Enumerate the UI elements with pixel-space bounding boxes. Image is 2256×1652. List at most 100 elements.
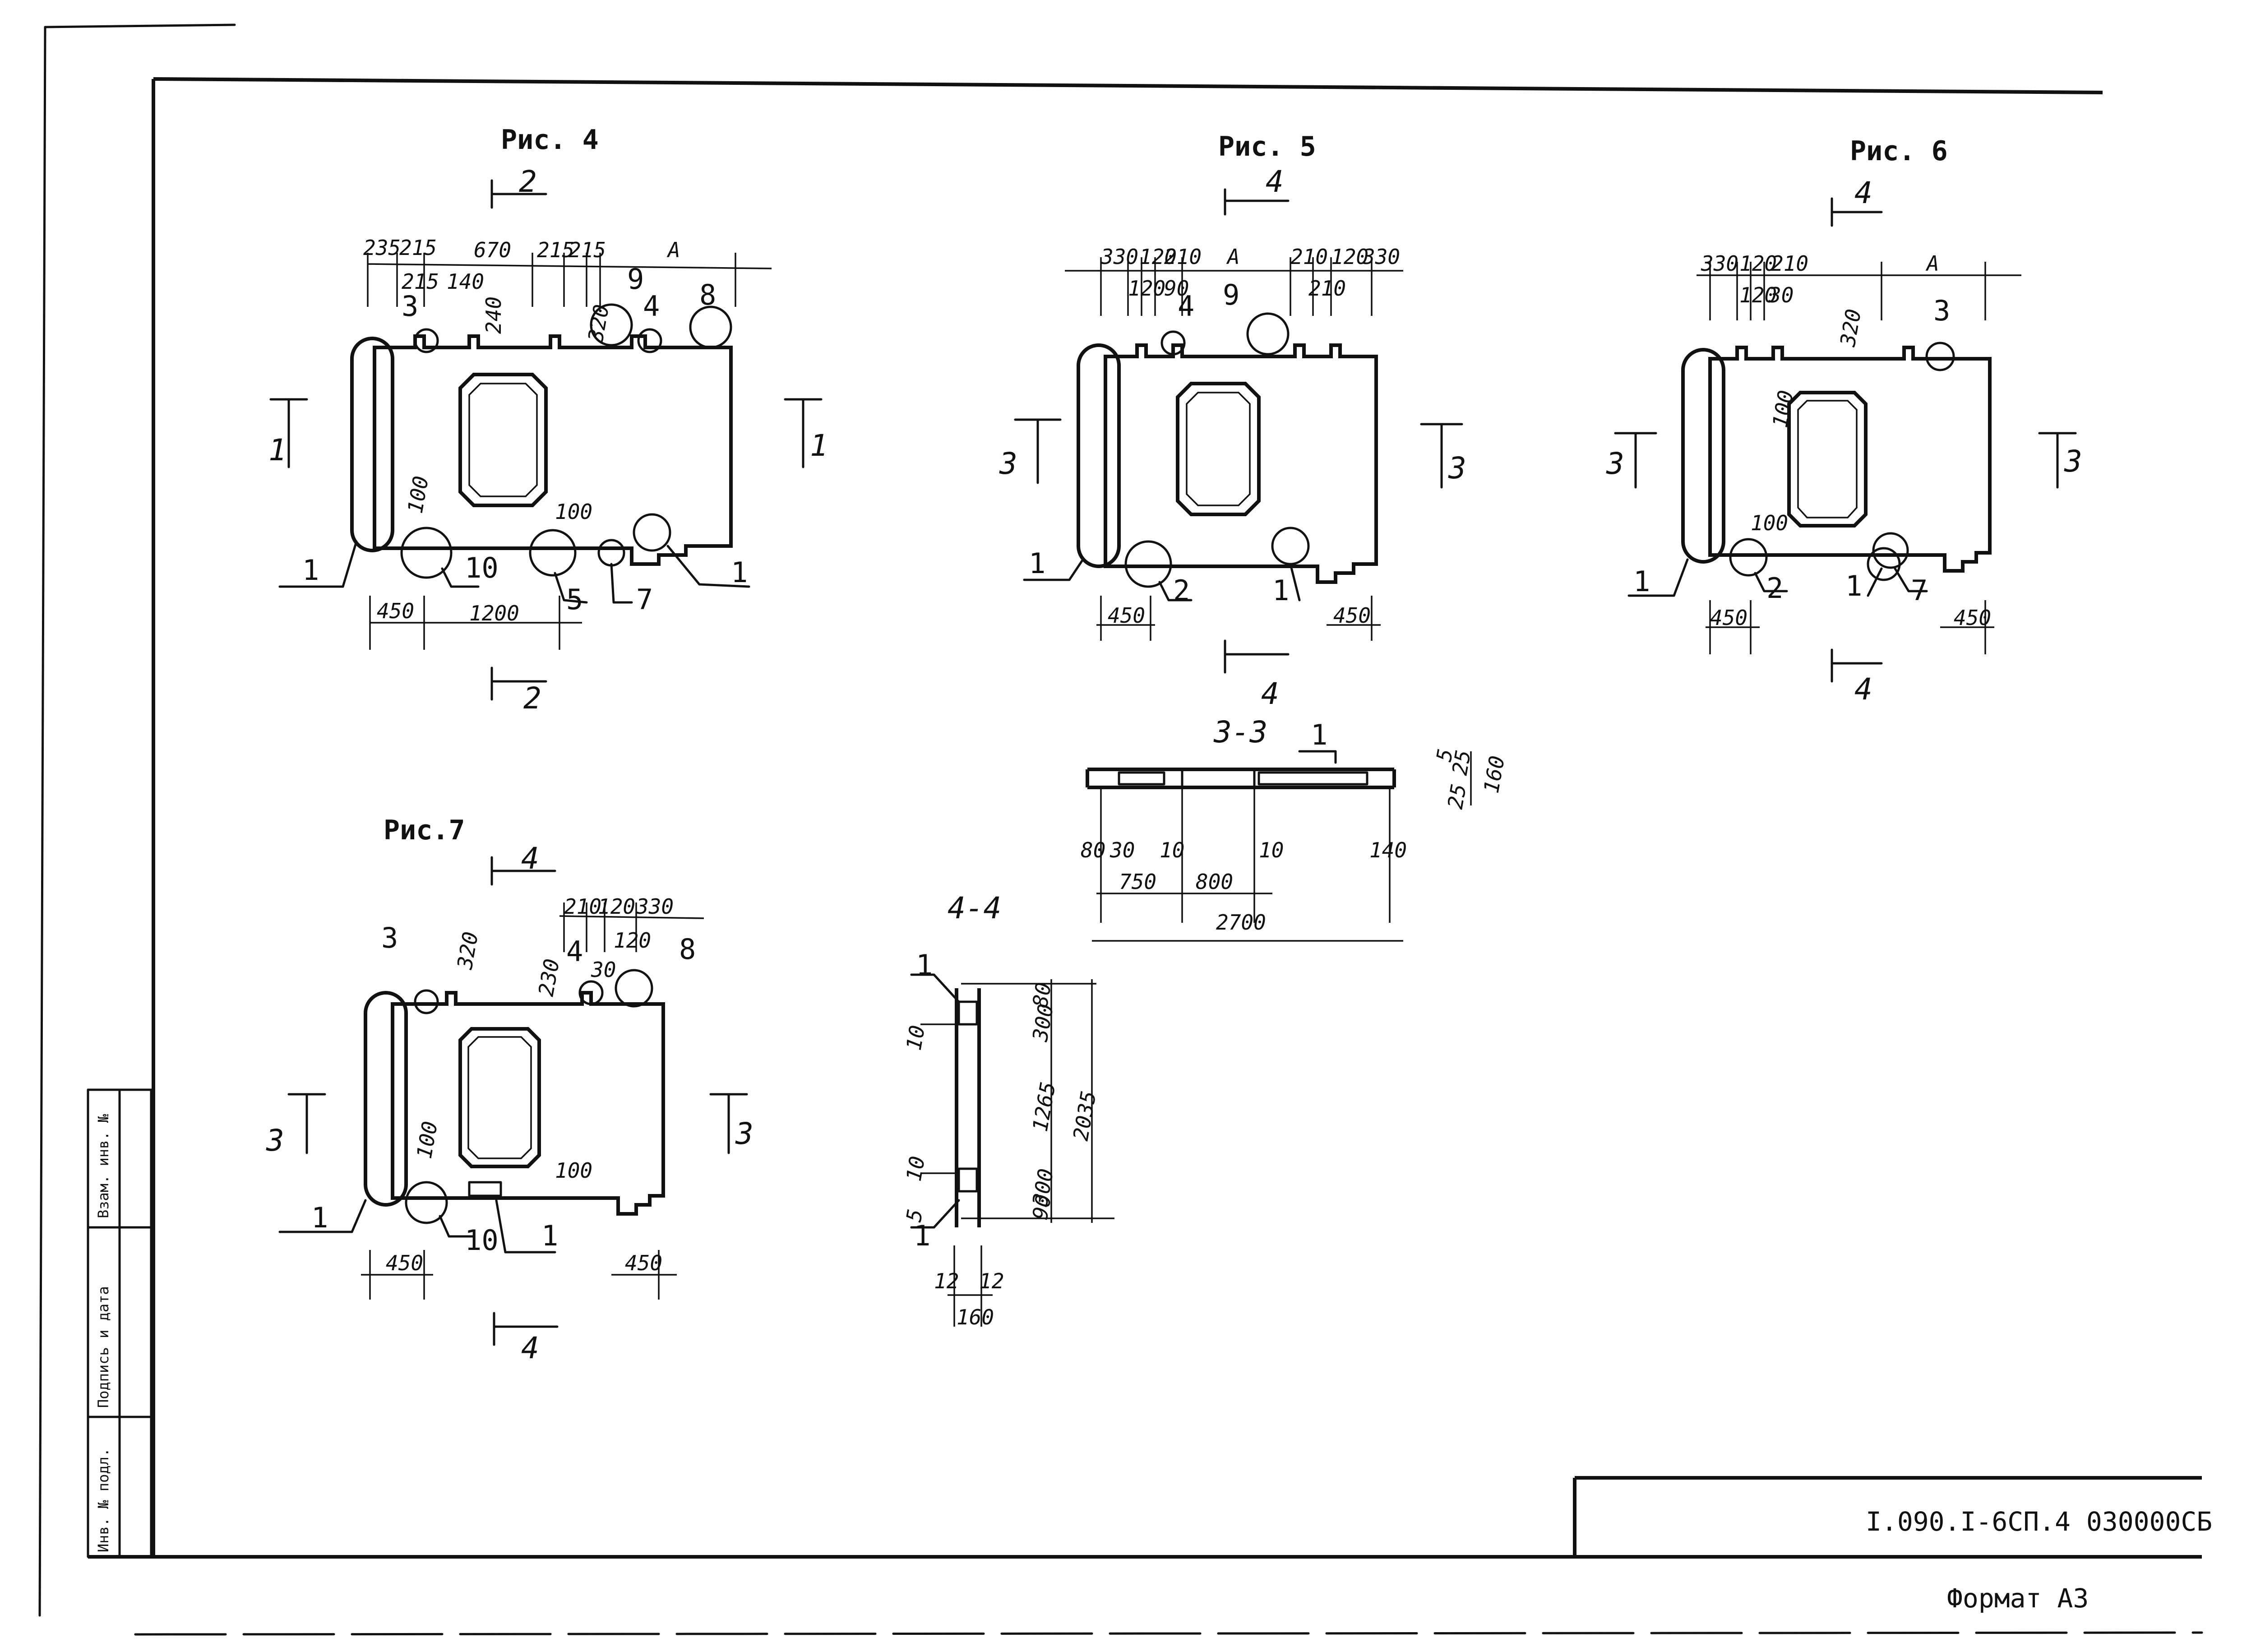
- fig5-cut-3-left: 3: [999, 446, 1017, 481]
- sec33-title: 3-3: [1213, 715, 1267, 750]
- fig4-callout-1-right: 1: [731, 556, 748, 589]
- fig6-callout-1-right: 1: [1845, 569, 1862, 602]
- figure-4: Рис. 4 2 2 1 1 235 215 670 215 215 215 1…: [268, 124, 828, 716]
- fig6-dim-450a: 450: [1710, 606, 1747, 630]
- fig6-dim-450b: 450: [1954, 606, 1991, 630]
- fig6-dim-120b: 120: [1739, 283, 1777, 307]
- fig4-callout-4: 4: [643, 290, 660, 323]
- fig4-callout-8: 8: [699, 278, 716, 311]
- fig5-cut-4-top: 4: [1266, 164, 1284, 199]
- fig4-dim-215a: 215: [399, 236, 437, 260]
- sec44-title: 4-4: [948, 891, 1001, 925]
- figure-5: Рис. 5 4 4 3 3 330 120 210 A 210 120 330…: [999, 131, 1466, 711]
- figure-7: Рис.7 4 4 3 3 210 120 330 320 230 30 120…: [266, 814, 754, 1365]
- fig5-callout-4: 4: [1178, 290, 1194, 323]
- fig7-callout-8: 8: [679, 933, 696, 966]
- fig4-cut-1-right: 1: [810, 428, 828, 463]
- fig4-dim-235: 235: [363, 236, 401, 260]
- sec33-callout-1: 1: [1311, 718, 1327, 751]
- fig5-dim-210b: 210: [1290, 245, 1328, 269]
- fig6-title: Рис. 6: [1850, 135, 1948, 167]
- sec44-dim-10a: 10: [901, 1023, 930, 1052]
- fig7-dim-120a: 120: [598, 894, 635, 919]
- fig5-dim-120c: 120: [1128, 276, 1165, 301]
- fig6-detail-100b: 100: [1751, 511, 1788, 535]
- fig7-dim-330: 330: [636, 894, 674, 919]
- fig6-callout-7: 7: [1911, 574, 1928, 607]
- fig7-detail-100b: 100: [555, 1158, 592, 1183]
- section-4-4: 4-4 1 1 80 300 1265 2035 300 90 10 10 5 …: [901, 891, 1114, 1329]
- fig6-dim-30: 30: [1768, 283, 1794, 307]
- format-label: Формат А3: [1947, 1583, 2089, 1614]
- fig5-callout-1-right: 1: [1272, 574, 1289, 607]
- section-3-3: 3-3 1 80 30 10 10 140 750 800 2700 5 25 …: [1081, 715, 1509, 942]
- fig7-dim-210: 210: [564, 894, 601, 919]
- fig7-dim-30: 30: [591, 958, 616, 982]
- fig4-callout-3: 3: [402, 290, 418, 323]
- fig7-cut-3-right: 3: [735, 1116, 754, 1151]
- stamp-label-replacement: Взам. инв. №: [95, 1114, 112, 1218]
- fig7-callout-1-right: 1: [541, 1219, 558, 1252]
- fig4-callout-9: 9: [627, 263, 644, 296]
- sec33-dim-80: 80: [1081, 838, 1105, 862]
- fig5-callout-9: 9: [1223, 278, 1239, 311]
- fig7-cut-4-bottom: 4: [521, 1331, 539, 1365]
- sec44-dim-90: 90: [1028, 1193, 1056, 1222]
- sec44-dim-12a: 12: [934, 1269, 959, 1293]
- fig5-cut-4-bottom: 4: [1261, 676, 1279, 711]
- fig5-callout-2: 2: [1173, 574, 1190, 607]
- side-stamp: Взам. инв. № Подпись и дата Инв. № подл.: [87, 1088, 153, 1558]
- fig5-dim-450b: 450: [1333, 603, 1371, 628]
- fig4-dim-215b: 215: [537, 238, 574, 262]
- fig4-callout-5: 5: [566, 583, 583, 616]
- fig4-detail-100b: 100: [555, 500, 592, 524]
- fig7-dim-450b: 450: [625, 1251, 662, 1275]
- document-code: I.090.I-6СП.4 030000СБ: [1866, 1506, 2212, 1537]
- sec44-callout-1-bottom: 1: [914, 1219, 930, 1252]
- stamp-label-inventory: Инв. № подл.: [95, 1448, 112, 1552]
- fig5-dim-120a: 120: [1139, 245, 1177, 269]
- fig7-cut-3-left: 3: [266, 1123, 284, 1158]
- fig6-cut-4-bottom: 4: [1854, 672, 1872, 707]
- fig5-dim-120b: 120: [1331, 245, 1368, 269]
- fig7-callout-10: 10: [465, 1224, 499, 1257]
- sec33-dim-10b: 10: [1259, 838, 1284, 862]
- sec33-dim-750: 750: [1119, 870, 1156, 894]
- sec44-dim-10b: 10: [901, 1154, 930, 1183]
- fig6-callout-3: 3: [1933, 294, 1950, 327]
- fig6-dim-120a: 120: [1739, 251, 1777, 276]
- sec33-dim-30: 30: [1110, 838, 1135, 862]
- fig6-cut-3-right: 3: [2064, 444, 2082, 479]
- fig5-dim-450a: 450: [1108, 603, 1145, 628]
- fig7-callout-4: 4: [566, 935, 583, 968]
- sec33-dim-25a: 25: [1447, 748, 1476, 777]
- fig4-callout-1-left: 1: [302, 554, 319, 587]
- fig6-callout-2: 2: [1766, 572, 1783, 605]
- fig4-title: Рис. 4: [501, 124, 599, 156]
- sheet-frame: [38, 23, 2203, 1636]
- sec33-dim-2700: 2700: [1216, 910, 1266, 935]
- fig4-dim-670: 670: [474, 238, 511, 262]
- sec44-dim-12b: 12: [979, 1269, 1004, 1293]
- figure-6: Рис. 6 4 4 3 3 330 120 210 A 120 30 320 …: [1606, 135, 2082, 707]
- fig5-dim-a: A: [1226, 245, 1240, 269]
- fig4-dim-240: 240: [481, 296, 506, 334]
- sec33-dim-140: 140: [1369, 838, 1407, 862]
- fig5-dim-330a: 330: [1100, 245, 1138, 269]
- stamp-label-signature: Подпись и дата: [95, 1286, 112, 1408]
- fig4-dim-a: A: [666, 238, 680, 262]
- sec33-dim-25b: 25: [1443, 782, 1471, 811]
- sec44-dim-160: 160: [957, 1305, 994, 1329]
- fig4-dim-1200: 1200: [469, 601, 519, 625]
- fig5-dim-210c: 210: [1308, 276, 1346, 301]
- fig7-title: Рис.7: [384, 814, 465, 846]
- fig7-cut-4-top: 4: [521, 841, 539, 876]
- fig5-dim-90: 90: [1164, 276, 1189, 301]
- fig4-dim-140: 140: [447, 269, 484, 294]
- fig6-dim-330: 330: [1701, 251, 1738, 276]
- title-block: I.090.I-6СП.4 030000СБ Формат А3: [1573, 1476, 2212, 1614]
- fig5-dim-210a: 210: [1164, 245, 1202, 269]
- fig5-title: Рис. 5: [1218, 131, 1316, 162]
- fig4-dim-215c: 215: [569, 238, 606, 262]
